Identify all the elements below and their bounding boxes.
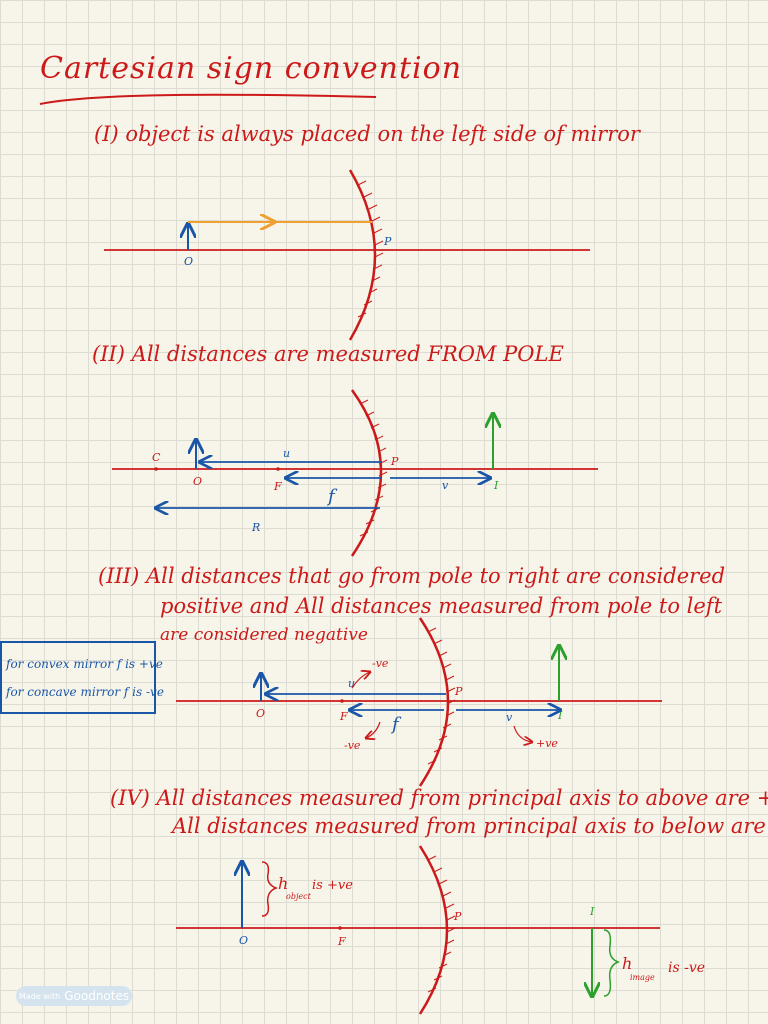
d3-object-label: O [256, 707, 266, 720]
d4-focus-label: F [338, 935, 346, 948]
d4-object-label: O [239, 934, 249, 947]
note-concave: for concave mirror f is -ve [6, 685, 164, 699]
d2-image-label: I [494, 479, 499, 492]
d4-h-image-sign: is -ve [668, 960, 706, 976]
d2-pole-label: P [391, 455, 399, 468]
d1-pole-label: P [384, 235, 392, 248]
d4-h-image-sub: image [630, 973, 655, 982]
diagram-2 [112, 389, 598, 557]
d3-focus-label: F [340, 710, 348, 723]
d3-u-label: u [348, 677, 356, 690]
note-convex: for convex mirror f is +ve [6, 657, 163, 671]
d3-v-label: v [506, 711, 513, 724]
rule-1-text: (I) object is always placed on the left … [94, 122, 640, 146]
d2-v-label: v [442, 479, 449, 492]
d4-h-object: h [278, 874, 289, 893]
d4-pole-label: P [454, 910, 462, 923]
d4-image-label: I [590, 905, 595, 918]
d3-v-pos: +ve [536, 737, 558, 750]
page-title: Cartesian sign convention [40, 51, 463, 86]
d1-object-label: O [184, 255, 194, 268]
d2-object-label: O [193, 475, 203, 488]
goodnotes-badge[interactable]: Made with Goodnotes [16, 986, 132, 1006]
d4-h-object-sub: object [286, 892, 311, 901]
d2-u-label: u [283, 447, 291, 460]
title-underline [39, 93, 377, 105]
d3-pole-label: P [455, 685, 463, 698]
focal-sign-note: for convex mirror f is +ve for concave m… [0, 641, 164, 714]
d3-f-neg: -ve [344, 739, 361, 752]
rule-4-text-line2: All distances measured from principal ax… [172, 814, 768, 838]
diagram-4 [176, 845, 660, 1015]
d2-focus-label: F [274, 480, 282, 493]
rule-3-text-line1: (III) All distances that go from pole to… [98, 564, 726, 588]
diagram-3 [176, 617, 662, 787]
rule-3-text-line3: are considered negative [160, 625, 368, 645]
d3-f-label: f [392, 714, 399, 735]
d4-h-object-sign: is +ve [312, 878, 353, 893]
badge-brand: Goodnotes [64, 989, 130, 1003]
rule-3-text-line2: positive and All distances measured from… [160, 594, 723, 618]
d2-center-label: C [152, 451, 161, 464]
diagram-1 [104, 169, 590, 341]
rule-2-text: (II) All distances are measured FROM POL… [92, 342, 564, 366]
badge-prefix: Made with [18, 991, 61, 1001]
d4-h-image: h [622, 954, 633, 973]
d2-R-label: R [252, 521, 261, 534]
d3-u-neg: -ve [372, 657, 389, 670]
d2-f-label: f [328, 486, 335, 507]
rule-4-text-line1: (IV) All distances measured from princip… [110, 786, 768, 810]
